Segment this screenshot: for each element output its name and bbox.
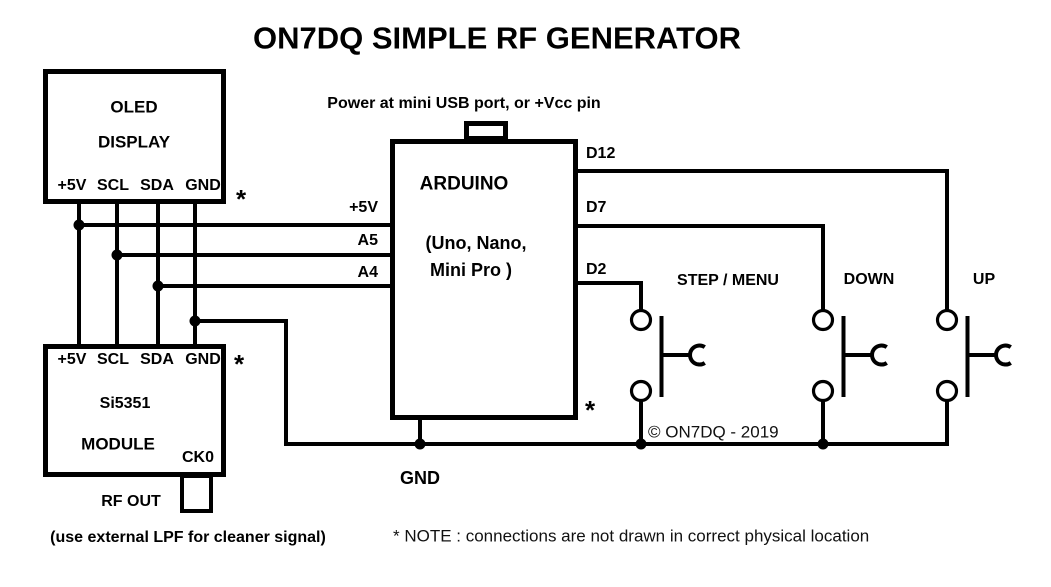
oled-name-line2: DISPLAY bbox=[97, 132, 171, 152]
pushbutton-up-symbol bbox=[935, 308, 1012, 403]
si5351-pin-gnd: GND bbox=[185, 351, 221, 368]
wire-scl bbox=[115, 201, 394, 347]
note-text: * NOTE : connections are not drawn in co… bbox=[393, 526, 870, 546]
si5351-pin-ck0: CK0 bbox=[181, 449, 215, 466]
pushbutton-down-symbol bbox=[811, 308, 888, 403]
gnd-label: GND bbox=[400, 468, 440, 488]
rf-out-connector-stub bbox=[180, 474, 213, 513]
wire-d2 bbox=[574, 281, 643, 311]
si5351-name-line1: Si5351 bbox=[99, 395, 151, 412]
arduino-asterisk: * bbox=[584, 395, 596, 425]
arduino-pin-5v: +5V bbox=[349, 199, 378, 216]
oled-asterisk: * bbox=[235, 184, 247, 214]
arduino-pin-a5: A5 bbox=[357, 232, 378, 249]
wire-gnd-bus bbox=[284, 400, 949, 446]
junction-dot bbox=[189, 315, 201, 327]
pushbutton-step-menu-symbol bbox=[629, 308, 706, 403]
si5351-asterisk: * bbox=[233, 349, 245, 379]
junction-dot bbox=[111, 249, 123, 261]
arduino-box bbox=[390, 139, 578, 420]
button-label-down: DOWN bbox=[843, 271, 895, 288]
arduino-pin-d7: D7 bbox=[586, 199, 607, 216]
page-title: ON7DQ SIMPLE RF GENERATOR bbox=[252, 20, 742, 56]
wire-sda bbox=[156, 201, 394, 347]
oled-display-box bbox=[43, 69, 226, 204]
si5351-name-line2: MODULE bbox=[81, 434, 155, 454]
junction-dot bbox=[414, 438, 426, 450]
si5351-pin-sda: SDA bbox=[140, 351, 174, 368]
arduino-pin-d2: D2 bbox=[586, 261, 607, 278]
oled-pin-gnd: GND bbox=[185, 177, 221, 194]
oled-pin-5v: +5V bbox=[57, 177, 87, 194]
oled-pin-sda: SDA bbox=[140, 177, 174, 194]
junction-dot bbox=[73, 219, 85, 231]
arduino-variants-line1: (Uno, Nano, bbox=[425, 233, 527, 253]
copyright-text: © ON7DQ - 2019 bbox=[648, 422, 779, 442]
rf-out-label: RF OUT bbox=[101, 493, 161, 510]
arduino-pin-d12: D12 bbox=[586, 145, 616, 162]
si5351-module-box bbox=[43, 344, 226, 477]
wire-d12 bbox=[574, 169, 949, 311]
oled-name-line1: OLED bbox=[110, 97, 158, 117]
power-note: Power at mini USB port, or +Vcc pin bbox=[327, 95, 601, 112]
junction-dot bbox=[817, 438, 829, 450]
wire-plus5v bbox=[77, 201, 394, 347]
si5351-pin-scl: SCL bbox=[97, 351, 129, 368]
button-label-step-menu: STEP / MENU bbox=[677, 272, 779, 289]
junction-dot bbox=[152, 280, 164, 292]
junction-dot bbox=[635, 438, 647, 450]
usb-connector-stub bbox=[464, 121, 508, 141]
oled-pin-scl: SCL bbox=[97, 177, 129, 194]
button-label-up: UP bbox=[972, 271, 996, 288]
si5351-pin-5v: +5V bbox=[57, 351, 87, 368]
arduino-name: ARDUINO bbox=[419, 173, 509, 195]
junction-dots bbox=[73, 219, 829, 450]
wire-d7 bbox=[574, 224, 825, 311]
lpf-note: (use external LPF for cleaner signal) bbox=[50, 529, 326, 546]
arduino-pin-a4: A4 bbox=[357, 264, 378, 281]
arduino-variants-line2: Mini Pro ) bbox=[430, 260, 512, 280]
